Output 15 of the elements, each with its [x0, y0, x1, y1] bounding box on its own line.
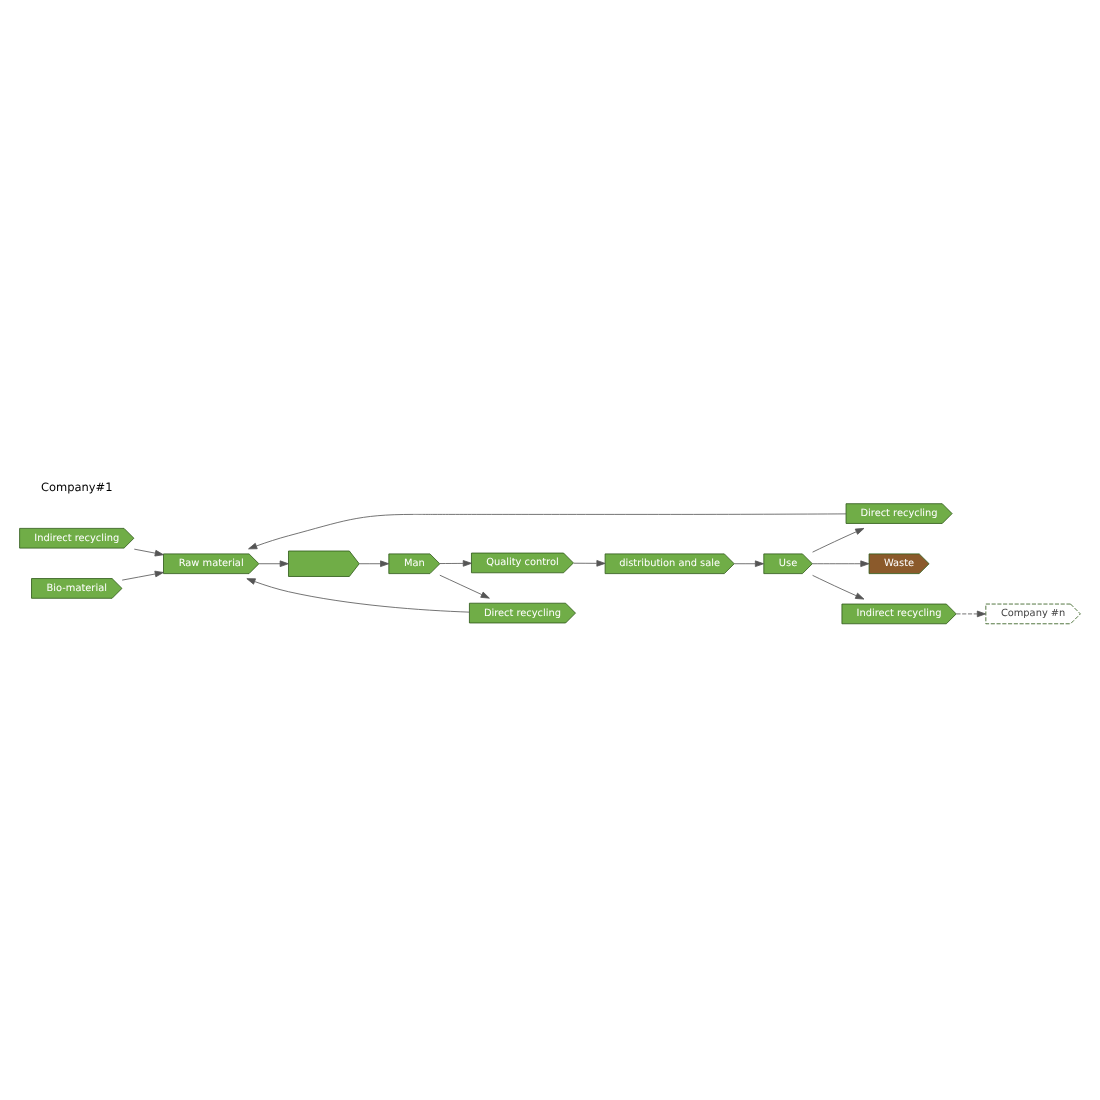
arrow: [811, 559, 870, 567]
arrow: [439, 573, 490, 598]
arrow: [133, 547, 164, 556]
arrow: [733, 559, 764, 567]
arrow: [246, 577, 470, 612]
arrow: [956, 609, 986, 617]
arrow: [812, 527, 865, 552]
arrow: [121, 569, 164, 580]
arrow: [439, 559, 472, 566]
node-arrow: [288, 549, 360, 576]
arrow: [573, 559, 606, 566]
arrow: [358, 559, 390, 567]
arrow: [258, 559, 289, 567]
arrow: [812, 573, 865, 599]
arrow: [248, 512, 847, 549]
